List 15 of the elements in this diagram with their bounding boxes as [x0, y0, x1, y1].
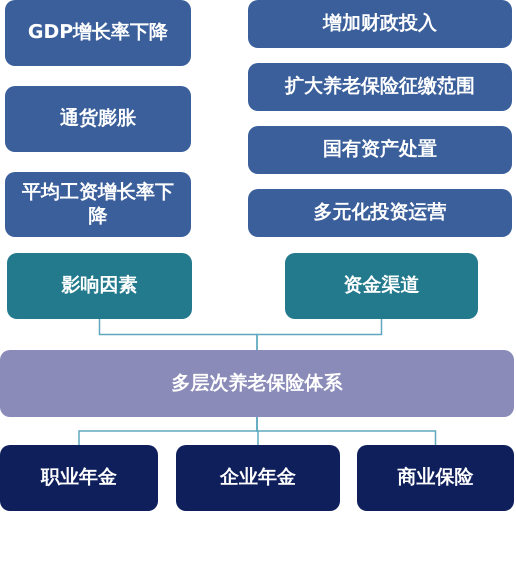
factor-box: 平均工资增长率下降: [5, 172, 191, 237]
pension-box: 企业年金: [176, 445, 340, 511]
factor-box: GDP增长率下降: [5, 0, 191, 66]
pension-box: 商业保险: [357, 445, 514, 511]
pension-box: 职业年金: [0, 445, 158, 511]
system-box: 多层次养老保险体系: [0, 350, 514, 417]
category-box: 影响因素: [7, 253, 192, 319]
funding-box: 多元化投资运营: [248, 189, 512, 237]
factor-box: 通货膨胀: [5, 86, 191, 152]
funding-box: 国有资产处置: [248, 126, 512, 174]
funding-box: 扩大养老保险征缴范围: [248, 63, 512, 111]
category-box: 资金渠道: [285, 253, 478, 319]
connector-line: [256, 319, 382, 350]
funding-box: 增加财政投入: [248, 0, 512, 48]
connector-line: [256, 417, 436, 445]
